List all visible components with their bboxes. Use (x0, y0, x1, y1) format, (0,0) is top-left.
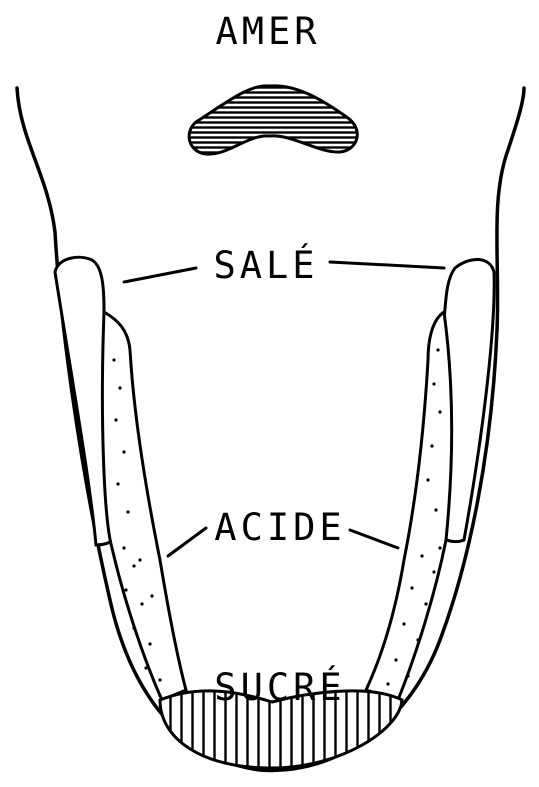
label-salty: SALÉ (213, 243, 318, 287)
label-sour: ACIDE (214, 506, 345, 549)
sour-leader-right (350, 530, 398, 548)
salty-leader-right (330, 262, 444, 268)
label-sweet: SUCRÉ (214, 665, 345, 709)
salty-leader-left (124, 268, 196, 282)
label-bitter: AMER (215, 10, 320, 53)
sour-leader-left (168, 528, 206, 556)
sour-zone-left (102, 312, 186, 700)
bitter-zone (189, 86, 357, 154)
